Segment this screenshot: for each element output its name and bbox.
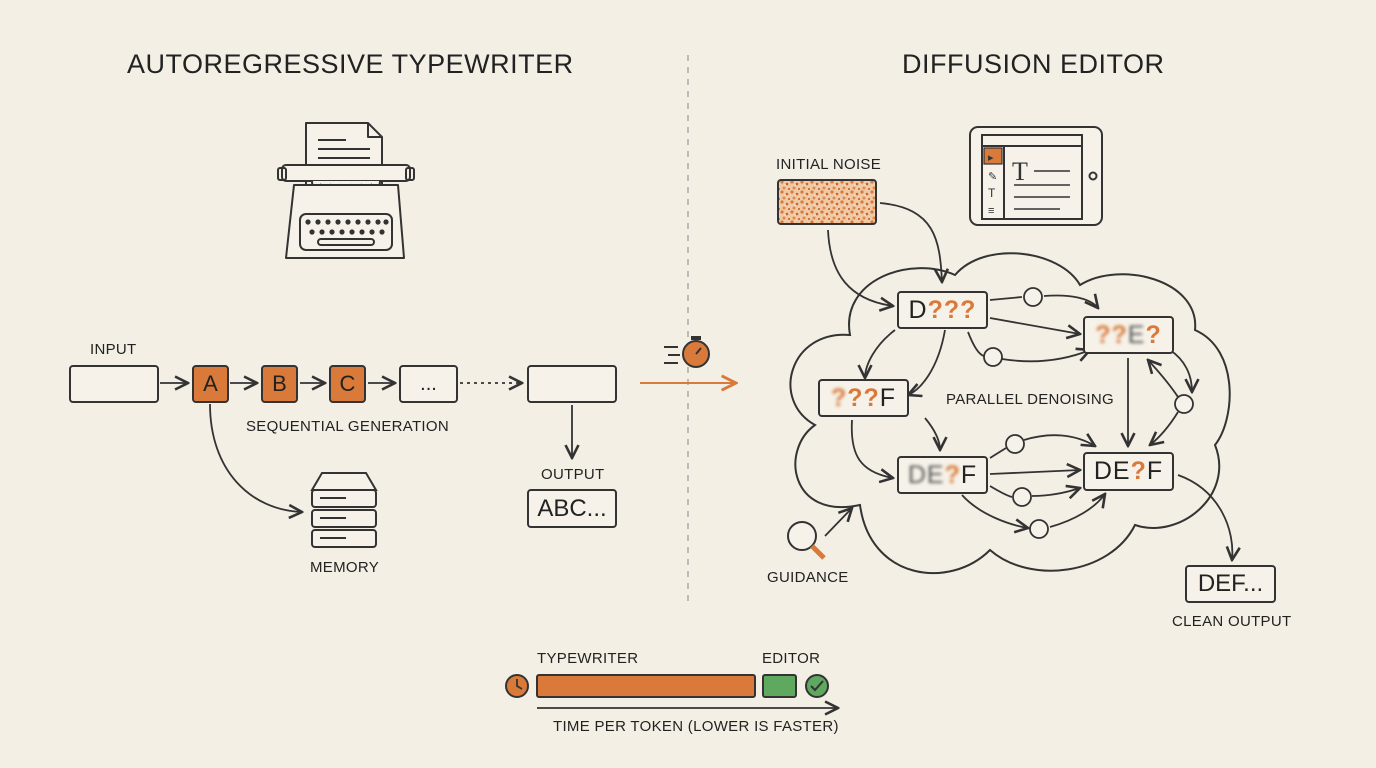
state-unknown-f: ???F: [818, 379, 909, 417]
initial-noise-label: INITIAL NOISE: [776, 156, 882, 173]
initial-noise-box: [777, 179, 877, 225]
state-unknown-e: ??E?: [1083, 316, 1174, 354]
typewriter-icon: [277, 122, 415, 259]
server-stack-icon: [310, 472, 378, 548]
guidance-label: GUIDANCE: [767, 569, 849, 586]
svg-text:✎: ✎: [988, 171, 997, 183]
time-axis-label: TIME PER TOKEN (LOWER IS FASTER): [553, 718, 839, 735]
svg-text:▸: ▸: [988, 152, 994, 164]
token-a: A: [192, 365, 229, 403]
output-text-box: ABC...: [527, 489, 617, 528]
denoising-arrows: [824, 202, 1232, 560]
tablet-glyph: T: [1012, 157, 1028, 186]
editor-time-bar: [762, 674, 797, 698]
output-label: OUTPUT: [541, 466, 605, 483]
clean-output-box: DEF...: [1185, 565, 1276, 603]
input-label: INPUT: [90, 341, 137, 358]
state-d-unknown: D???: [897, 291, 988, 329]
output-slot-box: [527, 365, 617, 403]
magnifier-icon: [787, 521, 826, 560]
sequence-arrows: [160, 383, 572, 512]
clean-output-label: CLEAN OUTPUT: [1172, 613, 1292, 630]
intermediate-nodes: [983, 287, 1194, 539]
token-b: B: [261, 365, 298, 403]
denoising-cloud: [789, 252, 1231, 575]
stopwatch-icon: [664, 336, 710, 368]
editor-bar-label: EDITOR: [762, 650, 821, 667]
tablet-editor-icon: ▸ ✎ T ≡: [969, 126, 1103, 226]
right-title: DIFFUSION EDITOR: [902, 49, 1165, 79]
typewriter-time-bar: [536, 674, 756, 698]
check-circle-icon: [805, 674, 829, 698]
sequential-label: SEQUENTIAL GENERATION: [246, 418, 449, 435]
svg-text:T: T: [988, 186, 996, 200]
parallel-label: PARALLEL DENOISING: [946, 391, 1114, 408]
svg-text:≡: ≡: [988, 205, 994, 217]
typewriter-bar-label: TYPEWRITER: [537, 650, 639, 667]
clock-icon: [505, 674, 529, 698]
token-c: C: [329, 365, 366, 403]
input-box: [69, 365, 159, 403]
ellipsis-box: ...: [399, 365, 458, 403]
left-title: AUTOREGRESSIVE TYPEWRITER: [127, 49, 574, 79]
memory-label: MEMORY: [310, 559, 380, 576]
